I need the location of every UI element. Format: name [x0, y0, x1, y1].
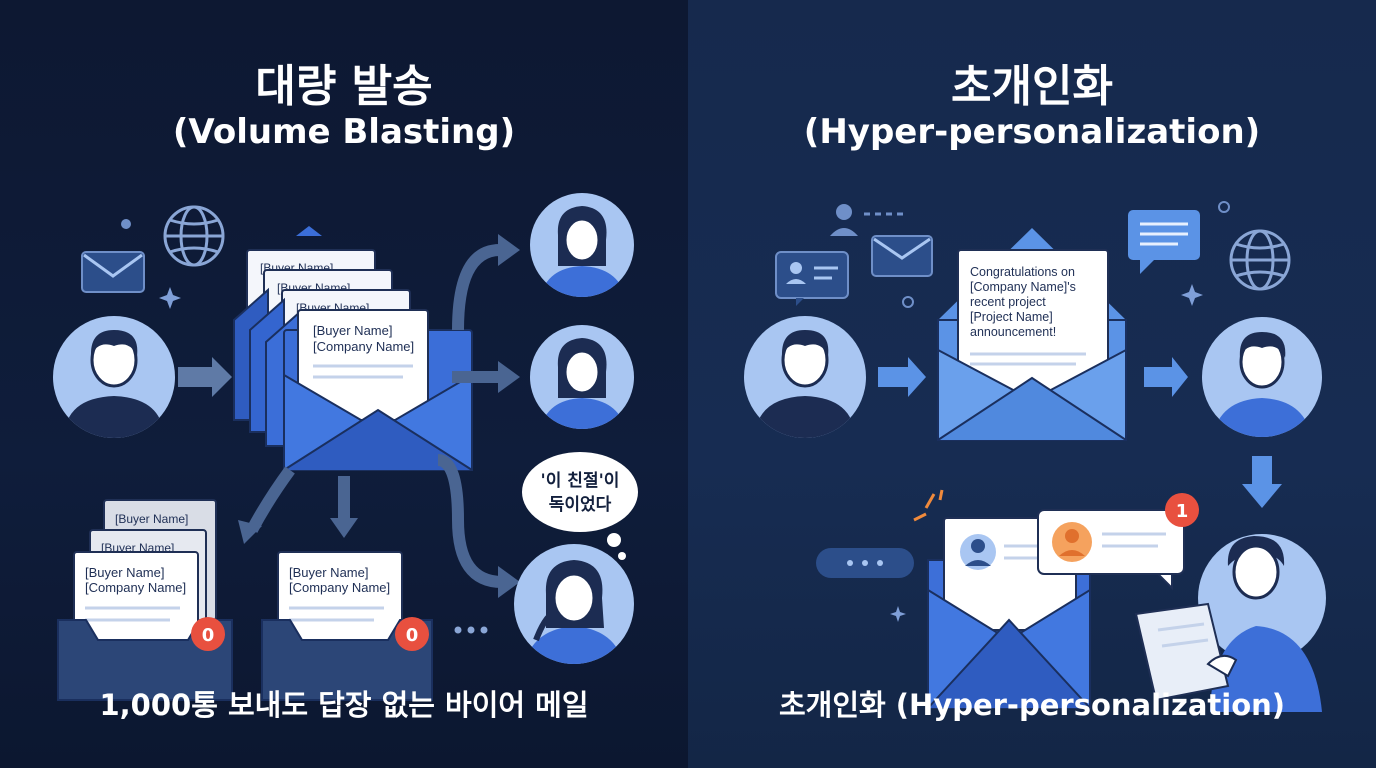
notification-card: 1	[1037, 493, 1199, 591]
thought-text-1: '이 친절'이	[541, 470, 620, 491]
globe-icon	[1229, 229, 1291, 291]
front-envelope: [Buyer Name] [Company Name]	[283, 309, 473, 471]
inbox-tray-1: [Buyer Name] [Buyer Name] [Buyer Name] […	[57, 499, 233, 701]
inbox-tray-2: [Buyer Name] [Company Name] 0	[261, 551, 433, 701]
open-envelope	[927, 517, 1091, 709]
personalized-envelope: Congratulations on[Company Name]'srecent…	[937, 228, 1127, 441]
globe-icon	[163, 205, 225, 267]
letter-line: announcement!	[970, 325, 1056, 339]
dot-icon	[1218, 201, 1230, 213]
recipient-avatar-1	[530, 193, 634, 297]
thought-bubble: '이 친절'이 독이었다	[522, 452, 638, 560]
sparkle-icon	[890, 606, 906, 622]
inbox2-buyer: [Buyer Name]	[289, 565, 368, 580]
inbox2-company: [Company Name]	[289, 580, 390, 595]
arrow-icon	[178, 357, 232, 397]
recipient-avatar-2	[530, 325, 634, 429]
letter-line: Congratulations on	[970, 265, 1075, 279]
mail-icon	[871, 235, 933, 277]
sparkle-icon	[159, 287, 181, 309]
recipient-avatar	[1202, 317, 1322, 437]
reading-person	[1134, 534, 1326, 712]
left-subtitle: (Volume Blasting)	[172, 112, 516, 152]
arrow-icon	[1144, 357, 1188, 397]
typing-indicator	[816, 548, 914, 578]
dot-icon	[902, 296, 914, 308]
volume-blasting-panel: 대량 발송 (Volume Blasting)	[0, 0, 688, 768]
inbox1-buyer: [Buyer Name]	[85, 565, 164, 580]
right-title: 초개인화	[951, 61, 1113, 112]
right-caption: 초개인화 (Hyper-personalization)	[778, 688, 1286, 722]
sparkle-icon	[1181, 284, 1203, 306]
right-subtitle: (Hyper-personalization)	[803, 112, 1261, 152]
thought-text-2: 독이었다	[549, 494, 612, 515]
sender-avatar	[744, 316, 866, 438]
profile-card-icon	[775, 251, 849, 306]
volume-blasting-illustration: [Buyer Name] [Buyer Name] [Buyer Name] m…	[53, 193, 638, 701]
inbox2-badge: 0	[406, 625, 419, 646]
notification-badge: 1	[1176, 501, 1189, 522]
inbox1-badge: 0	[202, 625, 215, 646]
contact-icon	[830, 204, 904, 236]
letter-line: recent project	[970, 295, 1046, 309]
hyper-personalization-illustration: Congratulations on[Company Name]'srecent…	[744, 201, 1326, 712]
doc-buyer-name: [Buyer Name]	[313, 323, 392, 338]
letter-line: [Company Name]'s	[970, 280, 1076, 294]
attention-spark-icon	[913, 489, 944, 522]
inbox1-company: [Company Name]	[85, 580, 186, 595]
doc-company-name: [Company Name]	[313, 339, 414, 354]
recipient-avatar-3	[514, 544, 634, 664]
arrow-icon	[878, 357, 926, 397]
hyper-personalization-panel: 초개인화 (Hyper-personalization)	[688, 0, 1376, 768]
dot-icon	[121, 219, 131, 229]
sender-avatar	[53, 316, 175, 438]
left-title: 대량 발송	[255, 61, 433, 112]
letter-line: [Project Name]	[970, 310, 1053, 324]
svg-text:[Buyer Name]: [Buyer Name]	[115, 512, 188, 526]
arrow-down-icon	[1242, 456, 1282, 508]
ellipsis-icon	[454, 626, 488, 634]
left-caption: 1,000통 보내도 답장 없는 바이어 메일	[99, 688, 589, 722]
mail-icon	[81, 251, 145, 293]
chat-bubble-icon	[1128, 210, 1200, 274]
